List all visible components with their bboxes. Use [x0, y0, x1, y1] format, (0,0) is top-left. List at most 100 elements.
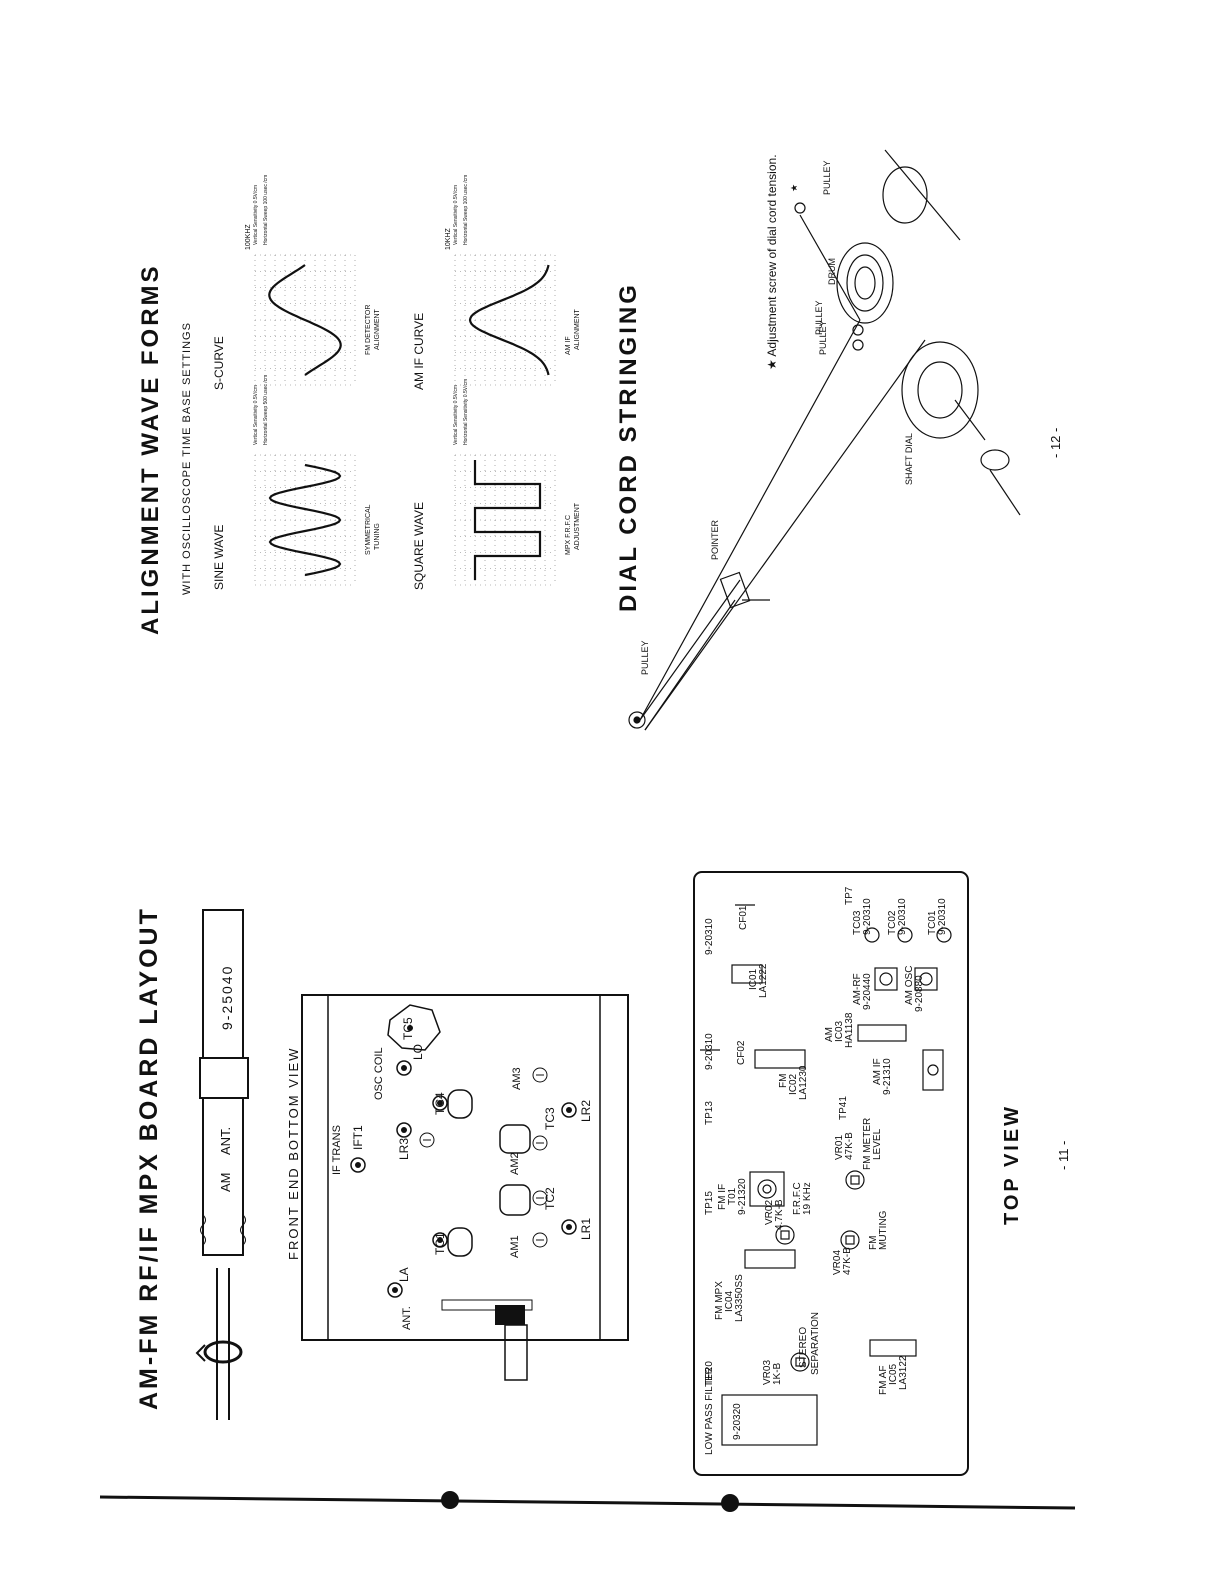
top-view-cf01: CF01	[738, 905, 749, 930]
alignment-tool	[195, 909, 249, 1420]
top-view-vr03: VR03	[762, 1360, 773, 1385]
dial-label-pulley-bottom: PULLEY	[640, 640, 650, 675]
dial-label-drum: DRUM	[827, 258, 837, 285]
dial-label-shaft-dial: SHAFT DIAL	[904, 433, 914, 485]
dial-label-pulley-mid2: PULLEY	[818, 320, 828, 355]
top-view-label: TOP VIEW	[1001, 1104, 1023, 1225]
top-view-tc02: TC02	[887, 910, 898, 935]
top-view-fm-af: FM AF	[878, 1366, 889, 1395]
top-view-vr01: VR01	[834, 1135, 845, 1160]
waveform-caption: SYMMETRICAL	[365, 504, 372, 555]
top-view-fm-if: FM IF	[717, 1184, 728, 1210]
top-view-ic05-part: LA3122	[898, 1355, 909, 1390]
waveform-setting: Horizontal Sensitivity 0.5V/cm	[463, 379, 469, 445]
dial-label-pulley-top: PULLEY	[822, 160, 832, 195]
am2-label: AM2	[509, 1152, 521, 1175]
top-view-ic01: IC01	[748, 968, 759, 990]
top-view-frfc: F.R.F.C	[792, 1182, 803, 1215]
top-view-tc02-part: 9-20310	[897, 898, 908, 935]
top-view-level: LEVEL	[872, 1128, 883, 1160]
waveform-trace	[473, 460, 542, 580]
top-view-ic02-part: LA1230	[798, 1065, 809, 1100]
lr3-label: LR3	[397, 1138, 411, 1160]
top-view-ic03-part: HA1138	[844, 1012, 855, 1048]
lr1-label: LR1	[579, 1218, 593, 1240]
waveform-caption: AM IF	[565, 336, 572, 355]
tc2-label: TC2	[543, 1187, 557, 1210]
top-view-frfc-freq: 19 KHz	[802, 1182, 813, 1215]
top-view-fm-ic02-1: FM	[778, 1074, 789, 1088]
ift1-label: IFT1	[351, 1125, 365, 1150]
waveform-label: S-CURVE	[212, 336, 226, 390]
top-view-tc03-part: 9-20310	[862, 898, 873, 935]
tc3-label: TC3	[543, 1107, 557, 1130]
front-end-board	[301, 994, 629, 1381]
waveform-setting: Vertical Sensitivity 0.5V/cm	[453, 185, 459, 245]
top-view-tp15: TP15	[704, 1191, 715, 1215]
waveform-setting: Vertical Sensitivity 0.5V/cm	[253, 385, 259, 445]
top-view-separation: SEPARATION	[810, 1312, 821, 1375]
top-view-cf02: CF02	[736, 1040, 747, 1065]
wave-forms-subtitle: WITH OSCILLOSCOPE TIME BASE SETTINGS	[181, 322, 193, 595]
waveform-panel	[254, 454, 356, 586]
tool-label-am: AM	[218, 1173, 233, 1193]
top-view-vr04: VR04	[832, 1250, 843, 1275]
top-view-ic04: IC04	[724, 1290, 735, 1312]
top-view-fm-mpx: FM MPX	[714, 1281, 725, 1320]
waveform-setting: Horizontal Sweep 100 usec /cm	[263, 175, 269, 245]
top-view-vr03-val: 1K-B	[772, 1362, 783, 1385]
waveform-caption: TUNING	[374, 523, 381, 550]
top-view-tp7: TP7	[844, 886, 855, 905]
top-view-components	[700, 904, 952, 1446]
waveform-panel	[454, 254, 556, 386]
page-number-left: - 11 -	[1056, 1141, 1071, 1170]
top-view-ic05: IC05	[888, 1363, 899, 1385]
top-view-fm-meter: FM METER	[862, 1118, 873, 1170]
top-view-am-if: AM IF	[872, 1058, 883, 1085]
waveform-setting: Vertical Sensitivity 0.5V/cm	[253, 185, 259, 245]
page-number-right: - 12 -	[1048, 428, 1063, 458]
wave-forms-title: ALIGNMENT WAVE FORMS	[137, 263, 164, 635]
top-view-tp41: TP41	[838, 1096, 849, 1120]
top-view-vr02-val: 4.7K-B	[774, 1199, 785, 1230]
waveform-caption: FM DETECTOR	[365, 305, 372, 355]
top-view-tp13: TP13	[704, 1101, 715, 1125]
top-view-t01: T01	[727, 1187, 738, 1205]
top-view-stereo: STEREO	[798, 1327, 809, 1368]
am3-label: AM3	[511, 1067, 523, 1090]
ant-label: ANT.	[401, 1306, 413, 1330]
waveform-panel	[254, 254, 356, 386]
top-view-tc01-part: 9-20310	[937, 898, 948, 935]
board-layout-title: AM-FM RF/IF MPX BOARD LAYOUT	[135, 906, 163, 1410]
top-view-cf02-part: 9-20310	[704, 1033, 715, 1070]
top-view-tc01: TC01	[927, 910, 938, 935]
la-label: LA	[397, 1267, 411, 1282]
top-view-ic03: IC03	[834, 1020, 845, 1042]
top-view-cf01-part: 9-20310	[704, 918, 715, 955]
top-view-vr01-val: 47K-B	[844, 1132, 855, 1160]
waveform-trace	[268, 264, 342, 376]
top-view-t01-part: 9-21320	[737, 1178, 748, 1215]
top-view-ic02: IC02	[788, 1073, 799, 1095]
top-view-am-if-part: 9-21310	[882, 1058, 893, 1095]
waveform-marker: 10KHZ	[445, 227, 452, 250]
tool-label-ant: ANT.	[218, 1127, 233, 1155]
top-view-lpf-title: LOW PASS FILTER	[704, 1367, 715, 1455]
top-view-am-rf-part: 9-20440	[862, 973, 873, 1010]
waveform-label: SQUARE WAVE	[412, 502, 426, 590]
dial-label-pointer: POINTER	[710, 519, 720, 560]
dial-cord-note: ★ Adjustment screw of dial cord tension.	[765, 154, 779, 370]
top-view-lpf-part: 9-20320	[732, 1403, 743, 1440]
tc4-label: TC4	[433, 1092, 447, 1115]
tool-part-number: 9-25040	[219, 965, 235, 1030]
waveform-setting: Horizontal Sweep 100 usec /cm	[463, 175, 469, 245]
waveform-trace	[268, 463, 342, 577]
top-view-fm-muting-2: MUTING	[878, 1210, 889, 1250]
waveform-caption: ADJUSTMENT	[574, 502, 581, 550]
top-view-ic04-part: LA3350SS	[734, 1274, 745, 1322]
osc-coil-label: OSC COIL	[373, 1047, 385, 1100]
dial-cord-drawing	[628, 149, 1021, 731]
if-trans-label: IF TRANS	[331, 1125, 343, 1175]
top-view-am-osc-part: 9-20880	[914, 975, 925, 1012]
